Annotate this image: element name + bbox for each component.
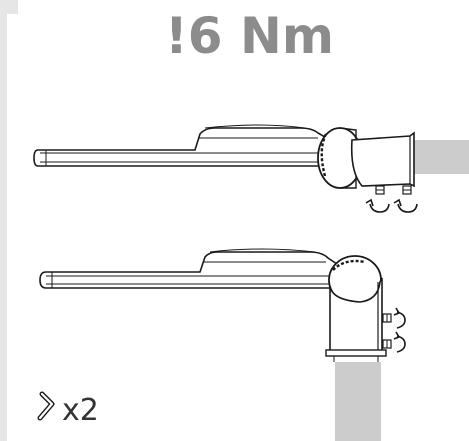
bolt-left (375, 185, 385, 195)
pole-bracket (350, 131, 415, 188)
rotate-arrow-icon (365, 198, 390, 213)
rotate-arrow-icon (393, 331, 406, 353)
rotate-arrow-icon (393, 307, 406, 329)
vertical-mount-illustration (39, 248, 406, 441)
rotate-arrow-icon (393, 198, 418, 213)
bolt-right (402, 185, 412, 195)
lamp-housing-top (33, 127, 331, 167)
top-corner-block (0, 0, 18, 14)
lamp-housing-bottom (39, 251, 341, 289)
torque-label: !6 Nm (165, 7, 334, 65)
bolt-upper (382, 313, 392, 323)
quantity-label: x2 (62, 393, 99, 428)
horizontal-pole (414, 140, 469, 174)
left-margin-strip (0, 0, 7, 441)
horizontal-mount-illustration (33, 124, 469, 213)
allen-key-icon (37, 391, 55, 421)
bolt-lower (382, 339, 392, 349)
pole-bracket (329, 277, 383, 353)
vertical-pole (335, 362, 381, 441)
base-plate (325, 349, 387, 357)
